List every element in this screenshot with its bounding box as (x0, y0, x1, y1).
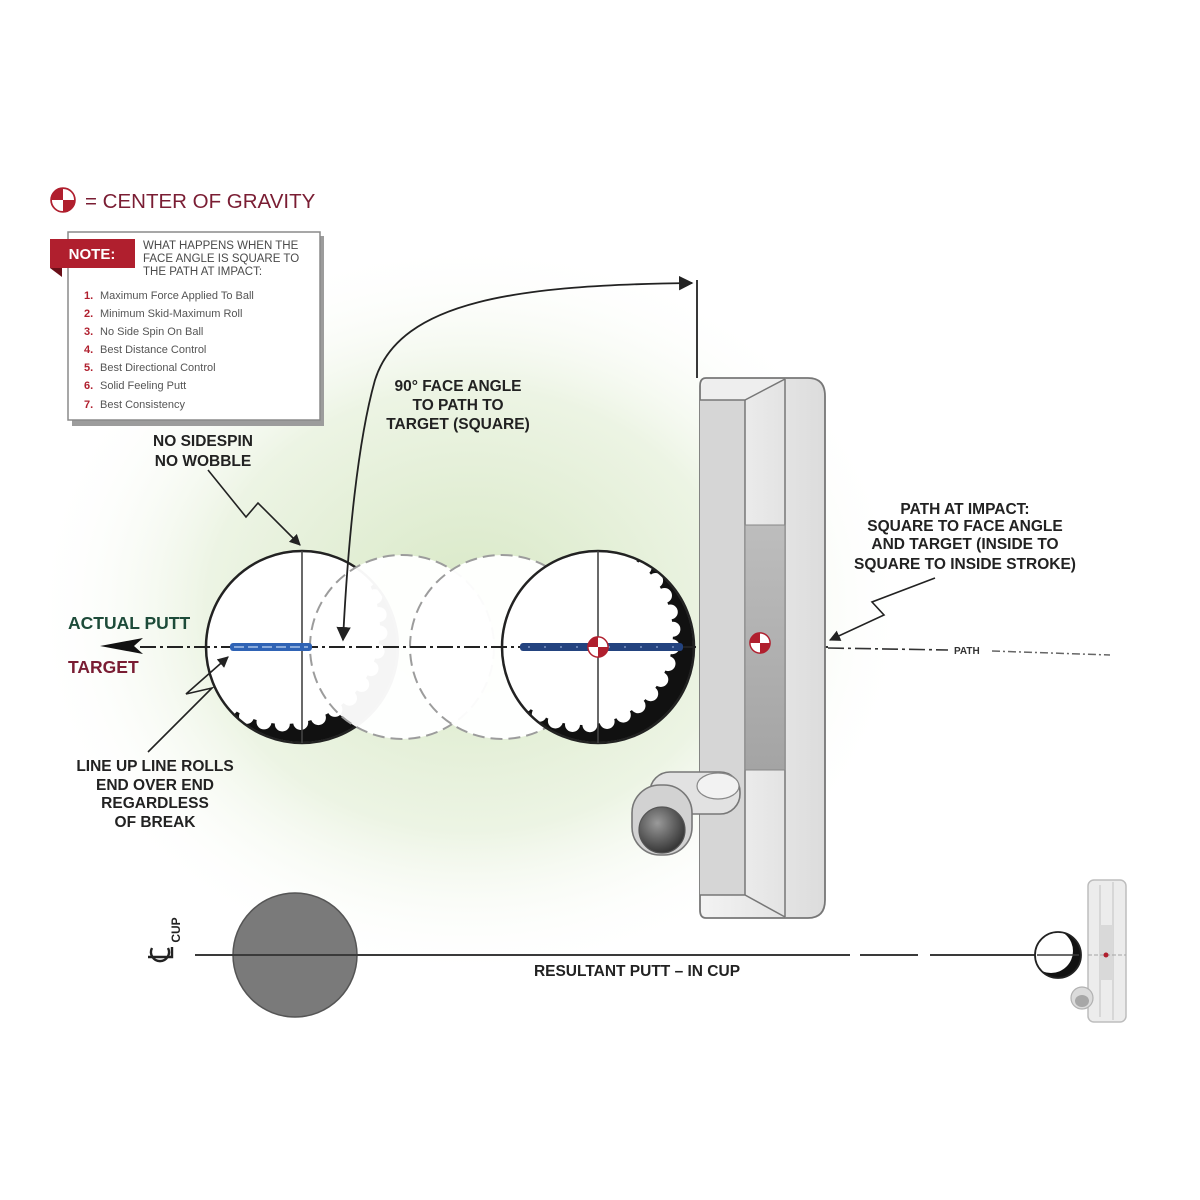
note-item-text: Solid Feeling Putt (100, 380, 186, 392)
callout-line: SQUARE TO INSIDE STROKE) (854, 556, 1076, 573)
note-item-text: Minimum Skid-Maximum Roll (100, 308, 242, 320)
line-up-leader (147, 656, 229, 753)
no-sidespin-leader (207, 469, 301, 546)
resultant-putt-label: RESULTANT PUTT – IN CUP (534, 963, 740, 980)
callout-line: REGARDLESS (101, 795, 209, 812)
mini-putter (1070, 879, 1127, 1023)
target-arrow-head (100, 638, 143, 654)
callout-line: NO SIDESPIN (153, 433, 253, 450)
ball-dimple (310, 710, 326, 726)
callout-line: TARGET (SQUARE) (386, 416, 530, 433)
note-box: NOTE: WHAT HAPPENS WHEN THE FACE ANGLE I… (50, 231, 324, 426)
note-item-text: No Side Spin On Ball (100, 326, 203, 338)
mini-center-of-gravity-icon (1103, 952, 1109, 958)
note-tag (50, 239, 135, 268)
center-of-gravity-icon (50, 187, 76, 213)
note-item-number: 1. (84, 290, 93, 302)
ball-alignment-line-start (230, 643, 312, 651)
ball-dimple (256, 714, 272, 730)
callout-line: 90° FACE ANGLE (394, 378, 521, 395)
note-item-number: 4. (84, 344, 93, 356)
ball-dimple (274, 716, 290, 732)
legend-label: = CENTER OF GRAVITY (85, 190, 316, 213)
putter-hosel (631, 771, 741, 856)
ball-dimple (657, 588, 672, 603)
ball-dimple (643, 686, 659, 702)
note-heading-line: FACE ANGLE IS SQUARE TO (143, 253, 299, 265)
callout-line: LINE UP LINE ROLLS (76, 758, 233, 775)
legend: = CENTER OF GRAVITY (50, 187, 316, 213)
ball-dimple (630, 698, 646, 714)
path-label: PATH (954, 646, 980, 657)
ball-dimple (293, 715, 309, 730)
note-item-text: Best Distance Control (100, 344, 206, 356)
ball-dimple (547, 713, 563, 729)
actual-putt-label: ACTUAL PUTT (68, 613, 190, 633)
note-item-text: Best Consistency (100, 399, 185, 411)
callout-line: END OVER END (96, 777, 214, 794)
ball-dimple (662, 604, 678, 620)
note-item-text: Maximum Force Applied To Ball (100, 290, 254, 302)
note-item-number: 3. (84, 326, 93, 338)
ball-dimple (615, 707, 631, 723)
shaft-hole (638, 806, 686, 854)
path-at-impact-callout: PATH AT IMPACT: SQUARE TO FACE ANGLE AND… (854, 501, 1076, 573)
center-of-gravity-icon (749, 632, 771, 654)
ball-dimple (653, 672, 669, 687)
face-angle-callout: 90° FACE ANGLE TO PATH TO TARGET (SQUARE… (386, 378, 530, 433)
path-at-impact-leader (828, 577, 936, 641)
putter-top-bevel (701, 379, 785, 400)
callout-line: SQUARE TO FACE ANGLE (867, 518, 1063, 535)
callout-line: NO WOBBLE (155, 453, 251, 470)
ball-dimple (660, 656, 676, 672)
ball-dimple (565, 717, 580, 732)
ball-dimple (665, 621, 681, 637)
no-sidespin-callout: NO SIDESPIN NO WOBBLE (153, 433, 253, 470)
resultant-putt: CUP RESULTANT PUTT – IN CUP (148, 879, 1127, 1023)
ball-dimple (239, 708, 254, 724)
centerline-icon (148, 947, 174, 963)
ball-dimple (599, 714, 615, 729)
callout-line: TO PATH TO (413, 397, 504, 414)
callout-line: OF BREAK (115, 814, 197, 831)
note-item-number: 5. (84, 362, 93, 374)
note-item-number: 6. (84, 380, 93, 392)
note-tag-label: NOTE: (69, 246, 116, 263)
face-angle-arc-arrow (336, 275, 694, 642)
callout-line: AND TARGET (INSIDE TO (871, 536, 1058, 553)
ball-dimple (531, 706, 547, 722)
note-heading-line: THE PATH AT IMPACT: (143, 266, 262, 278)
line-up-callout: LINE UP LINE ROLLS END OVER END REGARDLE… (76, 758, 233, 831)
note-item-number: 7. (84, 399, 93, 411)
center-of-gravity-icon (587, 636, 609, 658)
ball-dimple (582, 717, 598, 733)
note-item-text: Best Directional Control (100, 362, 216, 374)
cup-label: CUP (169, 917, 183, 942)
mini-golf-ball (1034, 931, 1082, 979)
target-label: TARGET (68, 657, 139, 677)
note-item-number: 2. (84, 308, 93, 320)
callout-line: PATH AT IMPACT: (900, 501, 1029, 518)
note-tag-fold (50, 268, 62, 277)
note-heading-line: WHAT HAPPENS WHEN THE (143, 240, 299, 252)
putter-face-strip (700, 400, 745, 895)
